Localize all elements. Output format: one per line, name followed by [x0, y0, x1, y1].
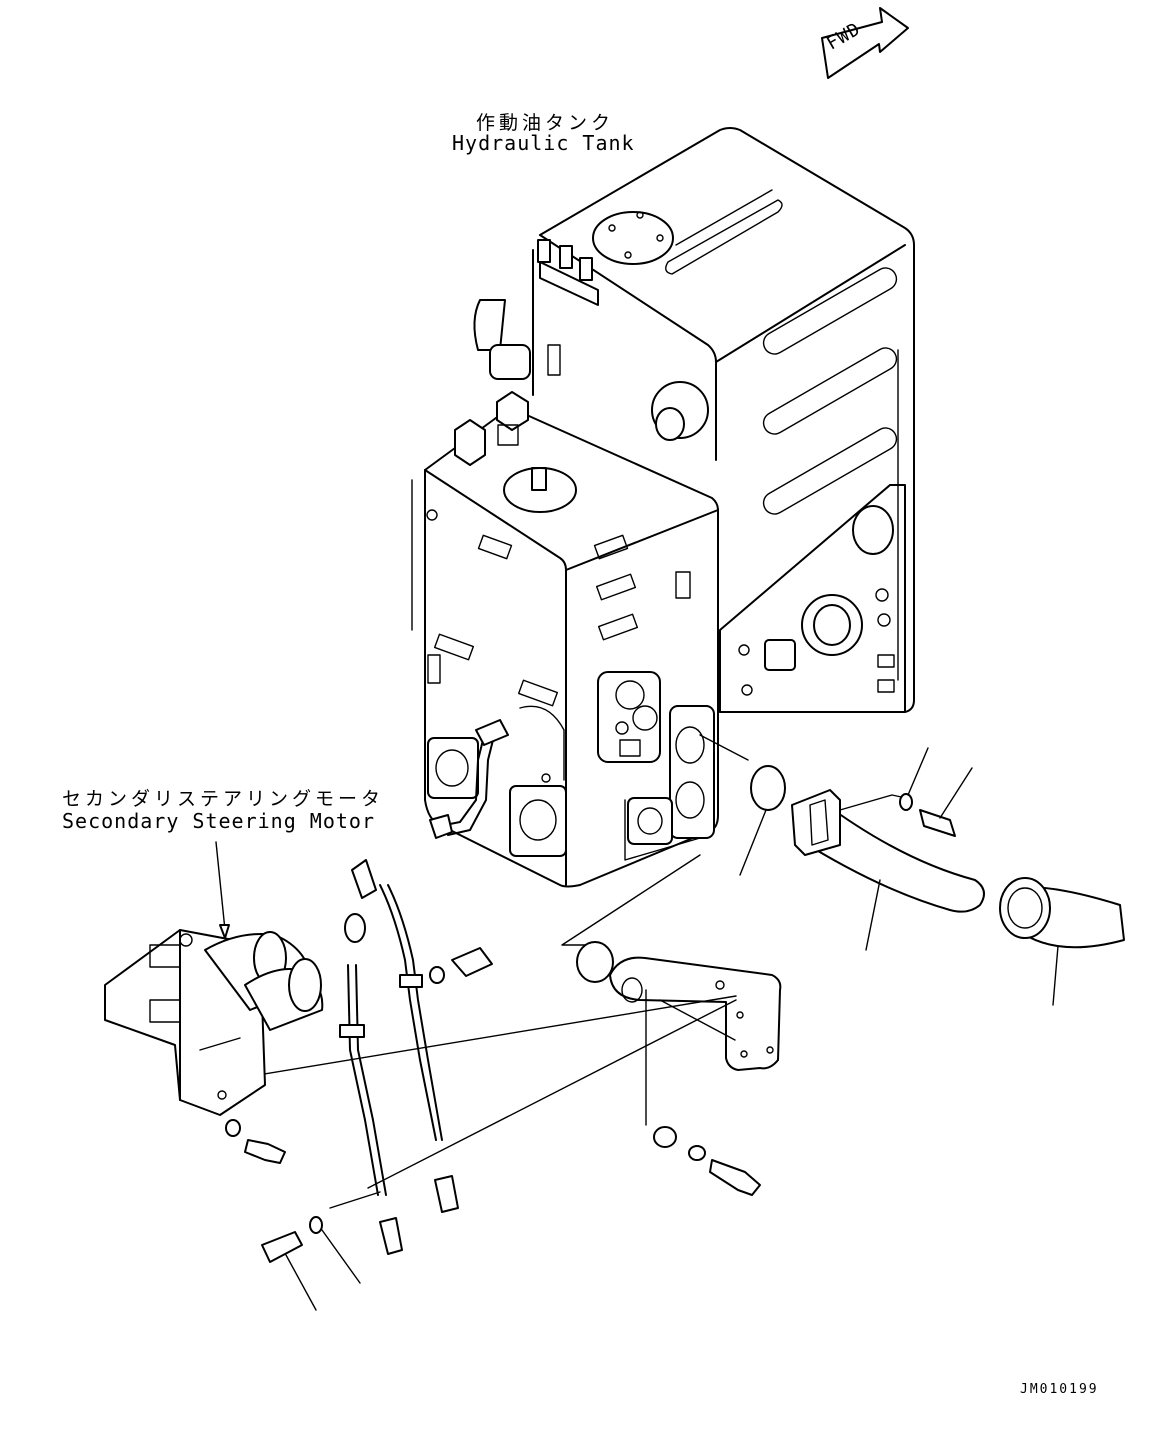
motor-hardware [225, 1119, 286, 1164]
secondary-steering-motor [104, 841, 324, 1116]
hydraulic-tank-lower [411, 391, 719, 888]
assembly-line [239, 995, 737, 1079]
leader-line [699, 734, 749, 761]
assembly-line [367, 999, 737, 1189]
hose-connector [999, 877, 1125, 1006]
steering-motor-label-en: Secondary Steering Motor [62, 809, 375, 833]
washer-bolt-set [899, 747, 973, 837]
hydraulic-tank-label-en: Hydraulic Tank [452, 131, 635, 155]
steering-motor-label-jp: セカンダリステアリングモータ [62, 788, 385, 810]
suction-tube [791, 789, 985, 951]
tank-bracket-plate [719, 484, 906, 713]
drawing-code: JM010199 [1020, 1382, 1099, 1397]
motor-bracket [576, 941, 782, 1126]
bottom-bolt-set [261, 1216, 361, 1311]
hose-hardware [329, 947, 493, 1209]
fwd-arrow [821, 7, 909, 79]
hose-assembly [339, 859, 459, 1255]
bracket-hardware [653, 1126, 761, 1196]
hydraulic-tank-upper [473, 127, 915, 713]
hydraulic-tank-label-jp: 作動油タンク [476, 112, 615, 134]
leader-line [561, 854, 701, 946]
o-ring [739, 765, 786, 876]
